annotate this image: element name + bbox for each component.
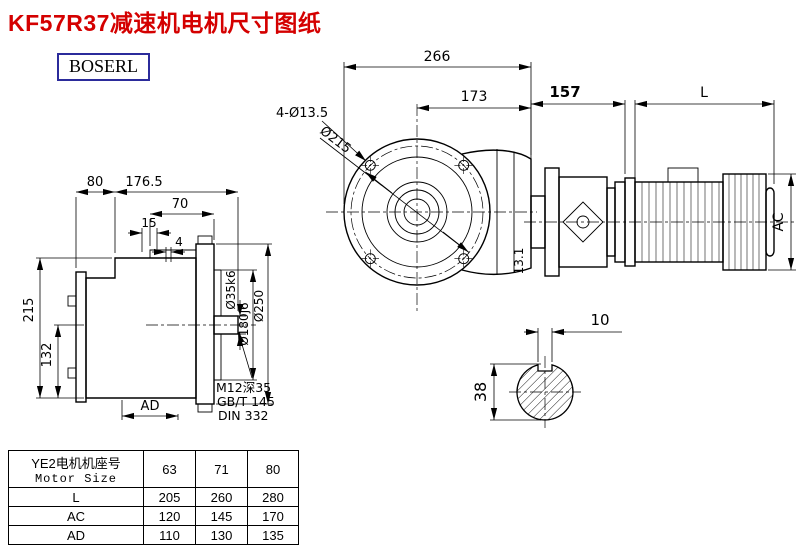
flange-bolt-bottom xyxy=(197,403,213,413)
terminal-box xyxy=(667,167,699,183)
motor-dimensions xyxy=(530,100,796,271)
gearbox-side-view: 80 176.5 70 15 4 215 132 AD Ø35k6 Ø180j6… xyxy=(22,175,275,423)
cover-bolt xyxy=(67,295,77,307)
housing-body xyxy=(85,257,197,399)
dim-AD: AD xyxy=(141,399,160,414)
value-L-71: 260 xyxy=(195,487,248,507)
dim-215: 215 xyxy=(22,298,37,323)
table-row-AC: AC 120 145 170 xyxy=(8,506,299,526)
table-header-row: YE2电机机座号 Motor Size 63 71 80 xyxy=(8,450,299,488)
shaft-geometry xyxy=(509,356,581,428)
table-header-motor-size: YE2电机机座号 Motor Size xyxy=(8,450,144,488)
shaft-section-view: 10 38 xyxy=(471,311,622,428)
output-flange-plate xyxy=(195,243,215,405)
dim-4: 4 xyxy=(175,235,183,249)
dim-gearbox-length: 157 xyxy=(549,83,580,101)
input-cover-plate xyxy=(75,271,87,403)
motor-size-table: YE2电机机座号 Motor Size 63 71 80 L 205 260 2… xyxy=(8,450,299,545)
motor-fins xyxy=(641,182,720,262)
note-standard-gbt: GB/T 145 xyxy=(217,394,275,409)
input-shaft-mark xyxy=(576,215,590,229)
dim-80: 80 xyxy=(87,175,104,190)
note-standard-din: DIN 332 xyxy=(218,408,269,423)
bolt-hole-centermarks xyxy=(361,156,473,268)
shaft-dimensions xyxy=(490,328,622,421)
dim-overall-width: 266 xyxy=(424,49,451,65)
row-label-AD: AD xyxy=(8,525,144,545)
table-row-AD: AD 110 130 135 xyxy=(8,525,299,545)
housing-cross-rib xyxy=(562,201,604,243)
dim-key-width: 10 xyxy=(590,311,609,329)
gearbox-dimensions xyxy=(36,188,272,420)
table-header-size-80: 80 xyxy=(247,450,299,488)
motor-geometry xyxy=(524,167,797,277)
table-header-en: Motor Size xyxy=(34,471,117,486)
front-view: 266 173 4-Ø13.5 Ø215 13.1 xyxy=(276,49,537,312)
front-view-geometry xyxy=(326,104,537,312)
dim-bolt-circle: Ø215 xyxy=(317,124,354,157)
gearbox-geometry xyxy=(67,235,256,413)
dim-shaft-diameter-label: Ø35k6 xyxy=(224,270,238,309)
value-AD-71: 130 xyxy=(195,525,248,545)
dim-motor-diameter: AC xyxy=(771,212,787,231)
dim-motor-length: L xyxy=(700,85,708,101)
dim-shaft-diameter: 38 xyxy=(471,382,490,402)
fan-end-cap xyxy=(765,187,775,257)
value-L-80: 280 xyxy=(247,487,299,507)
value-AC-80: 170 xyxy=(247,506,299,526)
dim-70: 70 xyxy=(172,197,189,212)
brand-logo: BOSERL xyxy=(57,53,151,81)
table-header-cn: YE2电机机座号 xyxy=(31,455,121,471)
dim-spigot-diameter-label: Ø180j6 xyxy=(237,302,251,345)
dim-right-width: 173 xyxy=(461,89,488,105)
dim-flange-diameter-label: Ø250 xyxy=(252,290,266,322)
cover-bolt xyxy=(67,367,77,379)
table-header-size-71: 71 xyxy=(195,450,248,488)
value-L-63: 205 xyxy=(143,487,196,507)
dim-flange-thickness: 13.1 xyxy=(512,248,526,275)
spigot-edge xyxy=(214,269,222,381)
row-label-L: L xyxy=(8,487,144,507)
table-header-size-63: 63 xyxy=(143,450,196,488)
dim-132: 132 xyxy=(40,343,55,368)
dim-176-5: 176.5 xyxy=(125,175,162,190)
motor-side-view: 157 L AC xyxy=(524,83,797,277)
table-row-L: L 205 260 280 xyxy=(8,487,299,507)
value-AC-63: 120 xyxy=(143,506,196,526)
value-AD-63: 110 xyxy=(143,525,196,545)
value-AC-71: 145 xyxy=(195,506,248,526)
dim-bolt-holes: 4-Ø13.5 xyxy=(276,106,328,121)
row-label-AC: AC xyxy=(8,506,144,526)
value-AD-80: 135 xyxy=(247,525,299,545)
fan-cover-slots xyxy=(728,174,760,270)
page-title: KF57R37减速机电机尺寸图纸 xyxy=(8,10,322,36)
note-tapped-hole: M12深35 xyxy=(216,380,271,395)
flange-bolt-top xyxy=(197,235,213,245)
dim-15: 15 xyxy=(141,216,156,230)
